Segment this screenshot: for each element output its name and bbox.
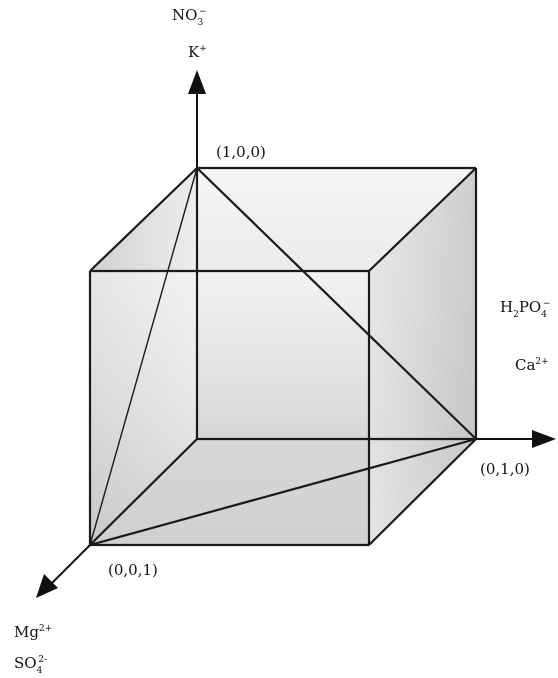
cube-edges [88,166,478,547]
h2po4-sub2: 4 [541,310,547,320]
vertical-axis-arrowhead [188,70,206,94]
triangle-edge-top-right [196,167,477,440]
label-so4: SO42- [14,654,47,676]
label-no3: NO3− [172,6,207,28]
simplex-triangle [89,167,477,547]
vertex-label-front: (0,0,1) [108,561,158,579]
edge-bottom-left-axis [89,438,198,546]
depth-axis-arrowhead [36,574,58,598]
label-ca: Ca2+ [515,356,549,374]
no3-sup: − [199,7,207,17]
so4-text: SO [14,654,37,672]
no3-sub: 3 [197,18,203,28]
mg-sup: 2+ [39,624,52,634]
h2po4-po: PO [519,298,541,316]
axes [36,70,556,598]
edge-top-right [368,167,477,272]
triangle-edge-top-front [89,167,198,546]
k-text: K [188,43,200,61]
vertex-label-top: (1,0,0) [216,143,266,161]
h2po4-sup: − [543,299,551,309]
vertex-label-right: (0,1,0) [480,460,530,478]
so4-sup: 2- [38,655,47,665]
so4-sub: 4 [37,666,43,676]
ca-sup: 2+ [535,357,548,367]
triangle-edge-right-front [89,437,477,547]
k-sup: + [199,44,207,54]
edge-top-left [89,167,198,272]
label-h2po4: H2PO4− [500,298,551,320]
no3-text: NO [172,6,197,24]
cube-right-face [369,168,476,545]
h2po4-h: H [500,298,513,316]
depth-axis [47,544,91,588]
h2po4-sub1: 2 [513,310,519,320]
ca-text: Ca [515,356,535,374]
horizontal-axis-arrowhead [532,430,556,448]
mg-text: Mg [14,623,39,641]
label-k: K+ [188,43,207,61]
edge-bottom-right [368,438,477,546]
label-mg: Mg2+ [14,623,52,641]
